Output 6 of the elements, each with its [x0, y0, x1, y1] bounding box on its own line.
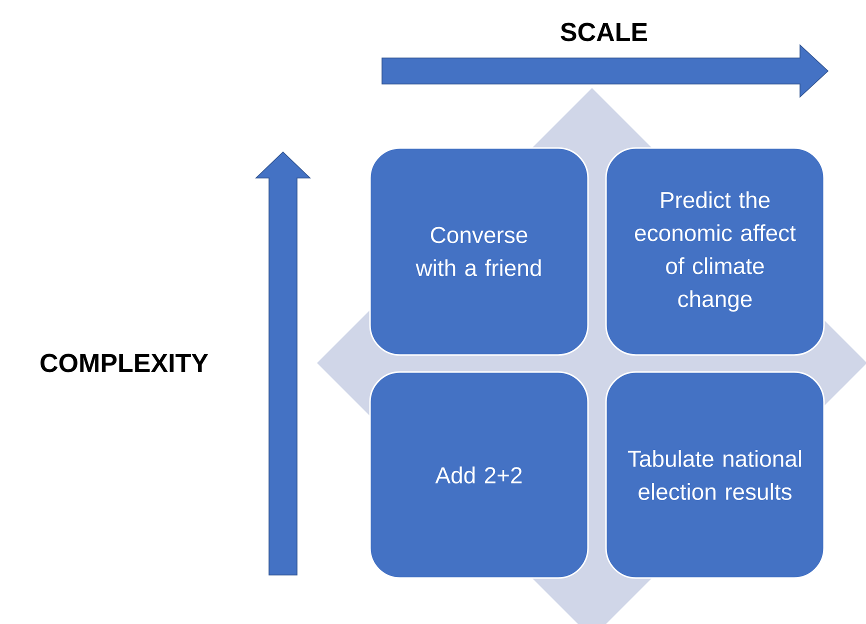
task-box: Tabulate national election results [605, 371, 825, 579]
task-box: Converse with a friend [369, 147, 589, 356]
axis-label: SCALE [560, 22, 648, 42]
task-box: Predict the economic affect of climate change [605, 147, 825, 356]
axis-label: COMPLEXITY [40, 354, 208, 372]
task-box: Add 2+2 [369, 371, 589, 579]
